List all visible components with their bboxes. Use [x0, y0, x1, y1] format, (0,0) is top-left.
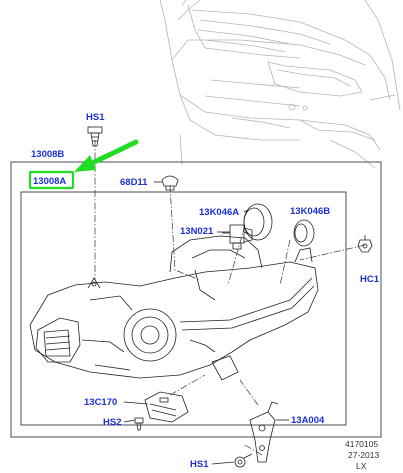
module-13c170 [144, 391, 189, 423]
label-13008a: 13008A [33, 176, 66, 187]
label-13c170: 13C170 [84, 397, 117, 408]
bracket-13a004 [249, 401, 279, 463]
label-hs1-bottom: HS1 [190, 459, 209, 470]
part-labels: HS1 13008B 13008A 68D11 13K046A 13K046B … [31, 112, 380, 470]
label-13n021: 13N021 [180, 226, 214, 237]
label-hs1-top: HS1 [86, 112, 105, 123]
cover-13k046a [243, 203, 273, 241]
bulb-13n021 [222, 224, 253, 250]
footer-region: LX [356, 461, 367, 471]
headlamp-assembly [29, 235, 319, 381]
footer-date: 27-2013 [348, 450, 379, 460]
screw-hs2 [134, 417, 144, 431]
screw-hs1-top [87, 126, 103, 147]
cap-68d11 [161, 175, 179, 191]
label-13a004: 13A004 [291, 415, 325, 426]
label-hs2: HS2 [103, 417, 121, 428]
small-parts [87, 126, 373, 468]
label-13k046b: 13K046B [290, 206, 330, 217]
highlight-callout [28, 139, 139, 190]
footer-code: 4170105 [345, 439, 378, 449]
label-13k046a: 13K046A [199, 207, 239, 218]
diagram-footer: 4170105 27-2013 LX [345, 439, 379, 471]
label-13008b: 13008B [31, 149, 64, 160]
vehicle-front-illustration [159, 0, 401, 169]
label-68d11: 68D11 [120, 177, 148, 188]
clip-hc1 [357, 235, 373, 253]
label-hc1: HC1 [360, 274, 380, 285]
cap-13k046b [293, 219, 315, 247]
leader-lines [94, 140, 366, 456]
assembly-boxes [10, 161, 382, 438]
label-connectors [123, 181, 289, 465]
screw-hs1-bottom [234, 453, 253, 468]
